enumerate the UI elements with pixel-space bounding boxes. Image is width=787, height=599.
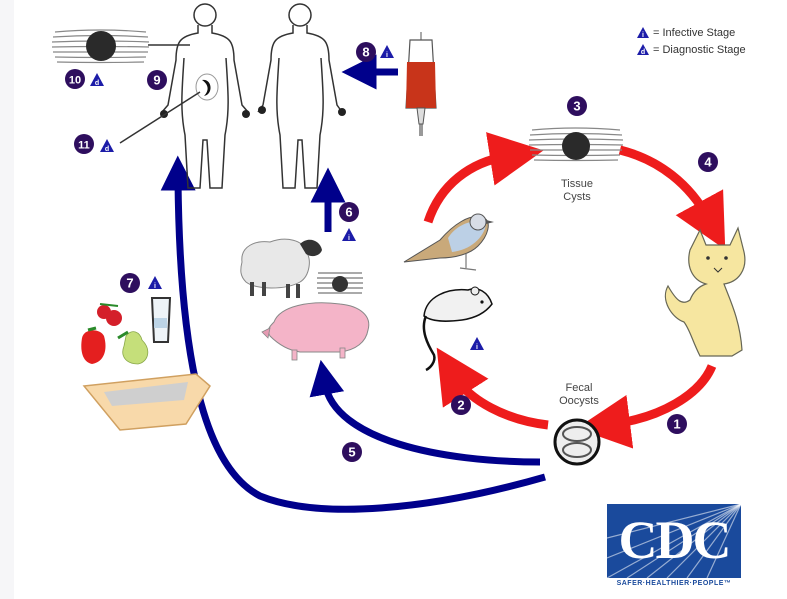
hand-left-2 <box>258 106 266 114</box>
step-badge-2: 2 <box>451 395 471 415</box>
step-badge-6: 6 <box>339 202 359 222</box>
litter-box <box>82 373 211 431</box>
glass-of-water <box>150 297 172 343</box>
svg-text:3: 3 <box>573 99 580 114</box>
svg-text:6: 6 <box>345 205 352 220</box>
arrow-bird-to-cyst <box>423 132 544 224</box>
rodent <box>422 286 493 372</box>
svg-text:i: i <box>476 344 478 351</box>
infective-stage-icon-rodent: i <box>470 337 484 351</box>
step-badge-8: 8 <box>356 42 376 62</box>
hand-right-2 <box>338 108 346 116</box>
svg-text:i: i <box>154 283 156 290</box>
svg-text:7: 7 <box>126 276 133 291</box>
step-badge-1: 1 <box>667 414 687 434</box>
cdc-logo-box: CDC <box>607 504 741 578</box>
svg-text:2: 2 <box>457 398 464 413</box>
infective-stage-icon-step-6: i <box>342 228 356 242</box>
fecal-oocysts-label-line1: Fecal <box>565 382 593 394</box>
apple <box>81 326 106 364</box>
svg-text:8: 8 <box>362 45 369 60</box>
arrow-oocyst-to-rodent <box>436 347 549 430</box>
tissue-cyst-main <box>528 127 624 162</box>
cdc-rays <box>607 504 741 578</box>
svg-text:11: 11 <box>78 140 90 152</box>
arrow-cyst-to-cat <box>618 145 726 250</box>
arrow-oocyst-to-human <box>160 155 546 513</box>
legend-diagnostic-label: = Diagnostic Stage <box>653 43 746 56</box>
svg-text:d: d <box>95 80 99 87</box>
legend-infective: i = Infective Stage <box>636 24 746 41</box>
iv-blood-bag <box>405 32 437 136</box>
tissue-cysts-label-line1: Tissue <box>561 178 593 190</box>
pointer-line-fetus <box>119 91 201 144</box>
step-badge-9: 9 <box>147 70 167 90</box>
svg-text:5: 5 <box>348 445 355 460</box>
cdc-tagline: SAFER·HEALTHIER·PEOPLE™ <box>616 580 732 587</box>
svg-text:i: i <box>386 52 388 59</box>
oocyst <box>553 418 601 466</box>
step-badge-3: 3 <box>567 96 587 116</box>
step-badge-11: 11 <box>74 134 94 154</box>
svg-text:d: d <box>105 146 109 153</box>
fecal-oocysts-label-line2: Oocysts <box>559 395 599 407</box>
left-margin <box>0 0 14 599</box>
svg-text:i: i <box>642 32 644 39</box>
infective-stage-icon-step-8: i <box>380 45 394 59</box>
infective-stage-icon-step-7: i <box>148 276 162 290</box>
legend-diagnostic: d = Diagnostic Stage <box>636 41 746 58</box>
human-figure-infected <box>161 3 249 189</box>
bird <box>403 213 494 271</box>
diagnostic-stage-icon: d <box>637 44 649 56</box>
svg-text:4: 4 <box>704 155 712 170</box>
legend-infective-label: = Infective Stage <box>653 26 736 39</box>
legend: i = Infective Stage d = Diagnostic Stage <box>636 24 746 58</box>
strawberries <box>97 303 122 326</box>
step-badge-4: 4 <box>698 152 718 172</box>
human-figure-recipient <box>257 3 343 189</box>
step-markers: 1 2 3 4 5 6 i 7 i 8 i 9 10 d 11 d i <box>65 42 718 462</box>
tissue-cysts-label: Tissue Cysts <box>552 178 602 204</box>
cat <box>664 226 746 357</box>
cdc-logo-text: CDC <box>618 510 732 570</box>
step-badge-10: 10 <box>65 69 85 89</box>
arrow-oocyst-to-pig <box>309 359 541 466</box>
fecal-oocysts-label: Fecal Oocysts <box>554 382 604 408</box>
cdc-logo: CDC SAFER·HEALTHIER·PEOPLE™ <box>605 504 743 590</box>
svg-text:9: 9 <box>153 73 160 88</box>
pear <box>117 330 149 365</box>
sheep <box>240 238 322 298</box>
diagnostic-stage-icon-step-11: d <box>100 139 114 153</box>
svg-text:d: d <box>641 49 645 56</box>
step-badge-5: 5 <box>342 442 362 462</box>
diagnostic-stage-icon-step-10: d <box>90 73 104 87</box>
infective-stage-icon: i <box>637 27 649 39</box>
svg-text:1: 1 <box>673 417 680 432</box>
pig <box>261 302 370 361</box>
tissue-cyst-meat <box>317 272 363 294</box>
svg-text:i: i <box>348 235 350 242</box>
tissue-cysts-label-line2: Cysts <box>563 191 591 203</box>
arrow-cat-to-oocyst <box>576 364 717 449</box>
hand-right <box>242 110 250 118</box>
svg-text:10: 10 <box>69 75 81 87</box>
tissue-cyst-human <box>51 29 150 64</box>
step-badge-7: 7 <box>120 273 140 293</box>
